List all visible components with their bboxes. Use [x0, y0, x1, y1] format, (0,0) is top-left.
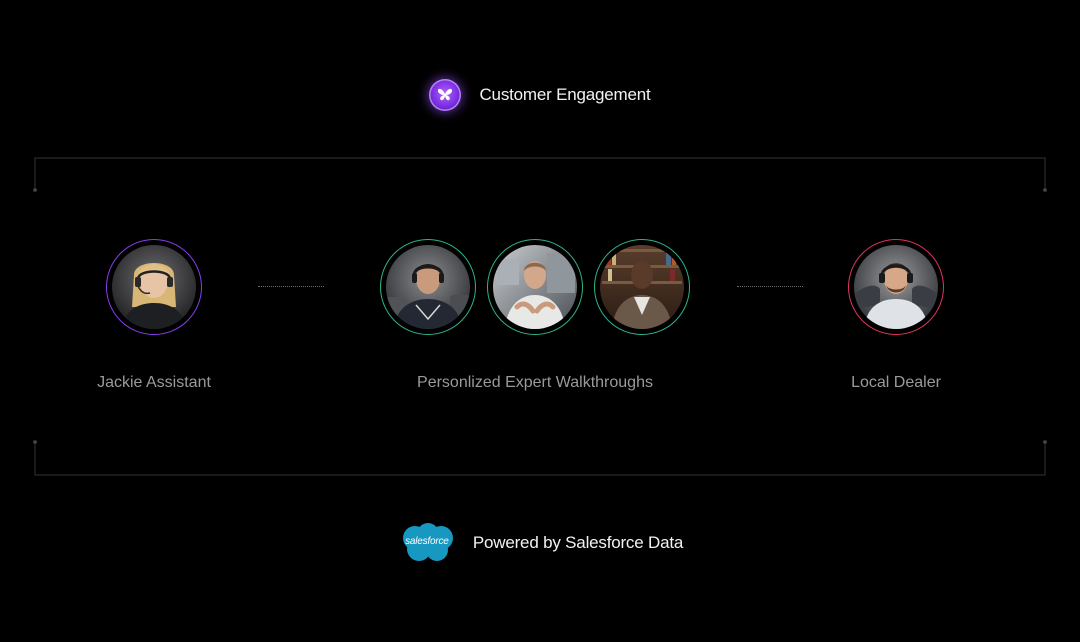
dealer-avatar[interactable] — [848, 239, 944, 335]
butterfly-icon — [429, 79, 462, 111]
label-local-dealer: Local Dealer — [851, 374, 941, 391]
footer: salesforce Powered by Salesforce Data — [0, 520, 1080, 566]
expert-avatar-1[interactable] — [380, 239, 476, 335]
label-expert-walkthroughs: Personlized Expert Walkthroughs — [417, 374, 653, 391]
expert-avatar-3[interactable] — [594, 239, 690, 335]
salesforce-logo: salesforce — [397, 521, 457, 565]
connector-left — [258, 286, 324, 287]
jackie-avatar[interactable] — [106, 239, 202, 335]
label-jackie-assistant: Jackie Assistant — [97, 374, 211, 391]
powered-by-text: Powered by Salesforce Data — [472, 533, 684, 552]
header-title: Customer Engagement — [479, 85, 651, 104]
expert-avatar-2[interactable] — [487, 239, 583, 335]
header: Customer Engagement — [0, 78, 1080, 112]
connector-right — [737, 286, 803, 287]
